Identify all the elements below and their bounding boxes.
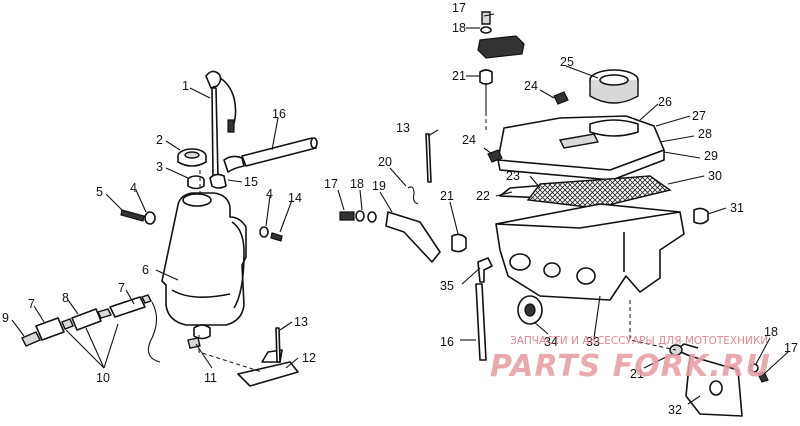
oil-line-assembly — [21, 294, 161, 363]
dipstick-part — [205, 70, 237, 179]
callout-4: 4 — [130, 181, 137, 195]
callout-22: 22 — [476, 189, 490, 203]
callout-20: 20 — [378, 155, 392, 169]
bolt-13-lower-part — [275, 327, 281, 363]
clip-24-top-part — [553, 91, 569, 105]
callout-25: 25 — [560, 55, 574, 69]
watermark: ЗАПЧАСТИ И АКСЕССУАРЫ ДЛЯ МОТОТЕХНИКИ PA… — [490, 335, 771, 384]
leader-lines — [11, 13, 789, 405]
callout-21-top: 21 — [452, 69, 466, 83]
callout-16-right: 16 — [440, 335, 454, 349]
fitting-31-part — [693, 207, 709, 225]
callout-7-left: 7 — [28, 297, 35, 311]
bolt-17-bottom-part — [757, 371, 769, 383]
callout-16-left: 16 — [272, 107, 286, 121]
callout-13-mid: 13 — [396, 121, 410, 135]
bolt-14-part — [270, 232, 283, 242]
callout-18-bottom: 18 — [764, 325, 778, 339]
callout-24-left: 24 — [462, 133, 476, 147]
vent-hose-part — [223, 137, 318, 173]
callout-23: 23 — [506, 169, 520, 183]
foam-filter-part — [589, 69, 639, 104]
callout-34: 34 — [544, 335, 558, 349]
fitting-part — [209, 173, 227, 189]
air-box-part — [495, 203, 685, 301]
watermark-brand: PARTS FORK.RU — [490, 349, 771, 384]
callout-6: 6 — [142, 263, 149, 277]
callout-13-lower: 13 — [294, 315, 308, 329]
callout-24-top: 24 — [524, 79, 538, 93]
tank-cap-part — [177, 148, 207, 167]
callout-30: 30 — [708, 169, 722, 183]
oil-tank-part — [161, 192, 247, 326]
bolt-13-mid-part — [425, 133, 432, 183]
callout-4-right: 4 — [266, 187, 273, 201]
callout-19: 19 — [372, 179, 386, 193]
clip-20-part — [407, 186, 419, 205]
callout-31: 31 — [730, 201, 744, 215]
callout-29: 29 — [704, 149, 718, 163]
grommet-21-mid-part — [451, 233, 467, 253]
washer-18-bottom-part — [749, 363, 759, 373]
bracket-32-part — [675, 343, 743, 417]
mount-bracket-part — [237, 349, 299, 387]
intake-boot-part — [517, 295, 543, 325]
callout-27: 27 — [692, 109, 706, 123]
callout-9: 9 — [2, 311, 9, 325]
callout-17-bottom: 17 — [784, 341, 798, 355]
grommet-21-top-part — [479, 69, 493, 85]
callout-15: 15 — [244, 175, 258, 189]
watermark-caption: ЗАПЧАСТИ И АКСЕССУАРЫ ДЛЯ МОТОТЕХНИКИ — [510, 335, 768, 347]
callout-11: 11 — [204, 371, 217, 385]
callout-32: 32 — [668, 403, 682, 417]
callout-18-top: 18 — [452, 21, 466, 35]
air-filter-part — [526, 175, 672, 209]
drain-tube-part — [475, 283, 487, 361]
callout-18-mid: 18 — [350, 177, 364, 191]
rubber-block-part — [477, 35, 525, 59]
callout-14: 14 — [288, 191, 302, 205]
callout-28: 28 — [698, 127, 712, 141]
callout-2: 2 — [156, 133, 163, 147]
grommet-part — [187, 175, 205, 190]
callout-10: 10 — [96, 371, 110, 385]
air-box-lid-part — [497, 115, 665, 181]
washer-4-right-part — [259, 226, 269, 238]
callout-35: 35 — [440, 279, 454, 293]
callout-26: 26 — [658, 95, 672, 109]
bolt-5-part — [120, 209, 156, 225]
callout-21-mid: 21 — [440, 189, 454, 203]
bolt-17-top-part — [481, 11, 491, 25]
drain-fitting-part — [477, 257, 493, 283]
callout-labels: 1 2 3 4 5 6 7 8 7 9 10 11 12 13 14 4 15 … — [2, 1, 798, 417]
callout-1: 1 — [182, 79, 189, 93]
washer-18-top-part — [480, 26, 492, 34]
callout-5: 5 — [96, 185, 103, 199]
callout-7-right: 7 — [118, 281, 125, 295]
air-box-assembly — [339, 11, 769, 417]
callout-3: 3 — [156, 160, 163, 174]
callout-12: 12 — [302, 351, 316, 365]
oil-tank-assembly — [21, 70, 318, 387]
callout-17-top: 17 — [452, 1, 466, 15]
bracket-19-part — [339, 210, 441, 263]
callout-17-mid: 17 — [324, 177, 338, 191]
callout-33: 33 — [586, 335, 600, 349]
callout-21-bottom: 21 — [630, 367, 644, 381]
callout-8: 8 — [62, 291, 69, 305]
